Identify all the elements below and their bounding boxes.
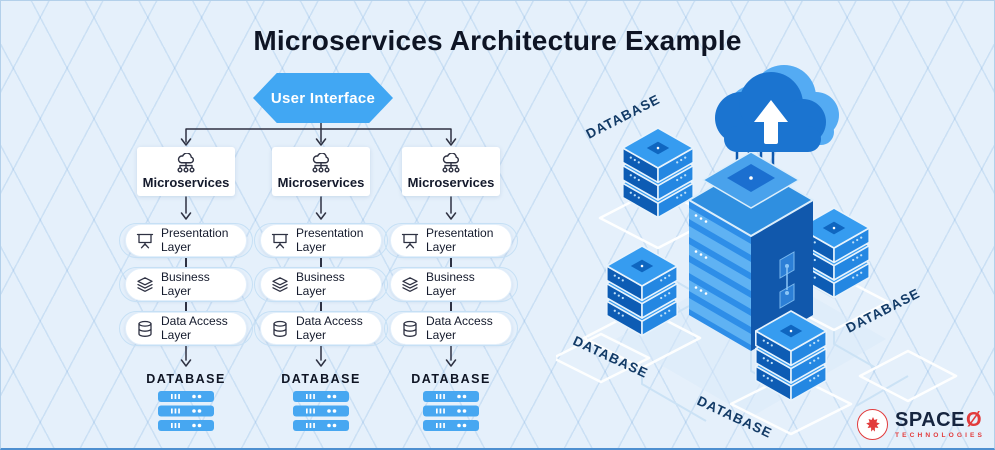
layer-label: Presentation Layer <box>161 226 229 254</box>
flow-column: Microservices Presentation Layer Busines… <box>254 147 388 432</box>
user-interface-label: User Interface <box>270 89 376 107</box>
microservices-box: Microservices <box>402 147 500 196</box>
database-cylinder-icon <box>403 320 417 337</box>
layers-icon <box>272 276 288 292</box>
presentation-icon <box>401 233 419 248</box>
business-layer-pill: Business Layer <box>384 267 518 302</box>
server-tower <box>688 139 814 351</box>
layer-label: Business Layer <box>296 270 345 298</box>
database-stack-bottom-center <box>754 310 828 402</box>
business-layer-pill: Business Layer <box>254 267 388 302</box>
microservices-cloud-icon <box>442 153 460 173</box>
page-title: Microservices Architecture Example <box>253 25 742 56</box>
microservices-label: Microservices <box>142 175 230 190</box>
database-cylinder-icon <box>273 320 287 337</box>
database-stack-top-left <box>621 127 695 219</box>
business-layer-pill: Business Layer <box>119 267 253 302</box>
microservices-cloud-icon <box>312 153 330 173</box>
presentation-layer-pill: Presentation Layer <box>119 223 253 258</box>
brand-name: SPACE <box>895 408 965 431</box>
layers-icon <box>137 276 153 292</box>
microservices-label: Microservices <box>407 175 495 190</box>
data-access-layer-pill: Data Access Layer <box>119 311 253 346</box>
data-access-layer-pill: Data Access Layer <box>254 311 388 346</box>
database-label-rotated: DATABASE <box>844 286 923 336</box>
database-servers-icon <box>158 391 214 431</box>
flow-column: Microservices Presentation Layer Busines… <box>119 147 253 432</box>
database-label: DATABASE <box>281 372 361 386</box>
presentation-layer-pill: Presentation Layer <box>384 223 518 258</box>
database-servers-icon <box>293 391 349 431</box>
layer-label: Data Access Layer <box>161 314 228 342</box>
cloud-icon <box>715 65 839 152</box>
microservices-box: Microservices <box>137 147 235 196</box>
maple-leaf-icon <box>857 409 889 440</box>
presentation-icon <box>136 233 154 248</box>
upload-arrow-icon <box>754 100 788 144</box>
presentation-icon <box>271 233 289 248</box>
user-interface-node: User Interface <box>253 73 393 123</box>
presentation-layer-pill: Presentation Layer <box>254 223 388 258</box>
brand-o-glyph: Ø <box>965 408 982 431</box>
brand-subtitle: TECHNOLOGIES <box>895 431 985 439</box>
layer-label: Presentation Layer <box>426 226 494 254</box>
microservices-label: Microservices <box>277 175 365 190</box>
logo: SPACE Ø TECHNOLOGIES <box>857 409 985 440</box>
database-stack-mid-left <box>605 245 679 337</box>
database-label: DATABASE <box>411 372 491 386</box>
database-servers-icon <box>423 391 479 431</box>
layers-icon <box>402 276 418 292</box>
isometric-illustration: DATABASE DATABASE DATABASE DATABASE <box>556 65 958 441</box>
microservices-box: Microservices <box>272 147 370 196</box>
data-access-layer-pill: Data Access Layer <box>384 311 518 346</box>
microservices-cloud-icon <box>177 153 195 173</box>
database-label: DATABASE <box>146 372 226 386</box>
layer-label: Data Access Layer <box>296 314 363 342</box>
flow-column: Microservices Presentation Layer Busines… <box>384 147 518 432</box>
database-cylinder-icon <box>138 320 152 337</box>
layer-label: Business Layer <box>161 270 210 298</box>
layer-label: Business Layer <box>426 270 475 298</box>
layer-label: Data Access Layer <box>426 314 493 342</box>
layer-label: Presentation Layer <box>296 226 364 254</box>
